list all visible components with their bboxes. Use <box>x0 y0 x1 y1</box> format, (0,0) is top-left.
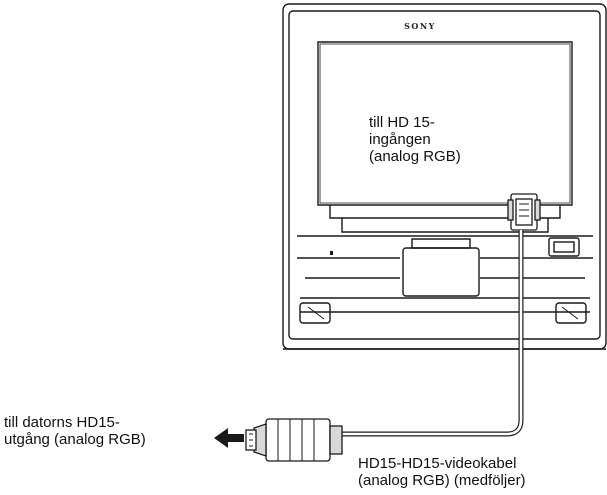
video-cable <box>340 230 524 437</box>
cable-label-line: (analog RGB) (medföljer) <box>358 472 526 489</box>
monitor-rear-icon <box>282 3 607 350</box>
computer-output-label: till datorns HD15- utgång (analog RGB) <box>4 414 146 448</box>
monitor-vga-port-icon <box>507 193 541 231</box>
cable-label: HD15-HD15-videokabel (analog RGB) (medfö… <box>358 455 526 489</box>
monitor-input-label-line: till HD 15- <box>369 114 435 131</box>
computer-output-label-line: till datorns HD15- <box>4 414 120 431</box>
monitor-input-label-line: ingången <box>369 131 431 148</box>
monitor-input-label: till HD 15- ingången (analog RGB) <box>369 114 461 165</box>
monitor-input-label-line: (analog RGB) <box>369 148 461 165</box>
arrow-left-icon <box>214 428 244 448</box>
vga-connector-icon <box>245 418 343 462</box>
cable-label-line: HD15-HD15-videokabel <box>358 455 517 472</box>
computer-output-label-line: utgång (analog RGB) <box>4 431 146 448</box>
brand-logo: SONY <box>404 21 436 31</box>
